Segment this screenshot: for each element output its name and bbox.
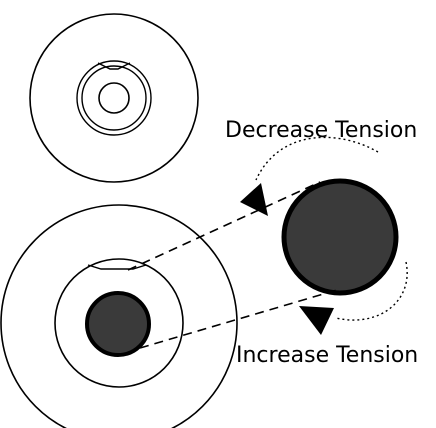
working-core xyxy=(85,291,151,357)
increase-arrow-icon xyxy=(299,306,334,335)
decrease-arc xyxy=(255,136,379,181)
working-outer-ring xyxy=(0,204,238,428)
projection-line-upper xyxy=(127,181,321,271)
increase-tension-label: Increase Tension xyxy=(236,343,418,368)
reference-middle-ring xyxy=(76,60,152,136)
reference-notch xyxy=(97,62,131,70)
decrease-arrow-icon xyxy=(240,183,268,216)
reference-outer-ring xyxy=(29,13,199,183)
reference-assembly xyxy=(29,13,199,183)
working-assembly xyxy=(0,204,238,428)
working-notch xyxy=(87,264,147,270)
decrease-tension-label: Decrease Tension xyxy=(225,118,417,143)
increase-arc xyxy=(335,261,408,321)
enlarged-core xyxy=(281,178,399,296)
working-inner-ring xyxy=(54,258,184,388)
reference-hub xyxy=(98,82,130,114)
reference-middle-ring-inner xyxy=(81,65,147,131)
projection-line-lower xyxy=(139,289,338,349)
